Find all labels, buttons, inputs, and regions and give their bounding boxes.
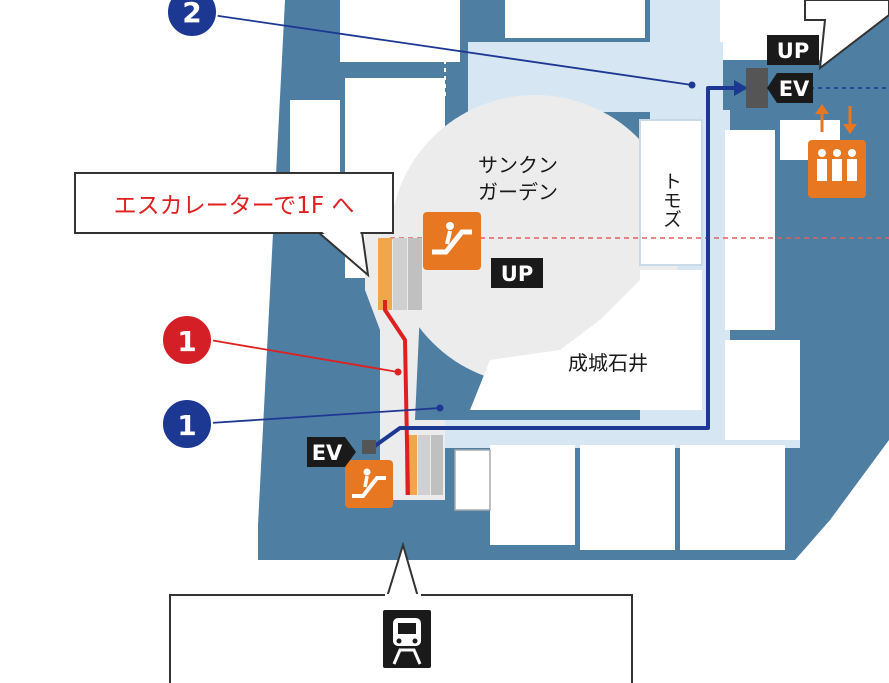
store-tomozu — [639, 119, 703, 266]
store-block — [725, 340, 800, 440]
arrow-down-icon — [843, 106, 857, 134]
escalator-strip — [378, 238, 392, 310]
escalator-strip — [431, 435, 443, 495]
escalator-strip — [393, 238, 407, 310]
store-block — [505, 0, 645, 38]
svg-text:2: 2 — [182, 0, 201, 29]
svg-text:1: 1 — [177, 325, 196, 358]
svg-text:UP: UP — [777, 39, 809, 63]
svg-text:1: 1 — [177, 409, 196, 442]
badge-up-top: UP — [767, 35, 819, 65]
elevator-icon — [746, 68, 768, 108]
marker-1-blue-pointer — [209, 407, 441, 424]
svg-text:エスカレーターで1F へ: エスカレーターで1F へ — [114, 193, 355, 219]
people-icon — [808, 140, 866, 198]
route-blue-main — [370, 86, 745, 450]
train-icon — [383, 610, 431, 668]
store-block — [580, 445, 675, 550]
badge-ev-top: EV — [767, 73, 813, 103]
store-seijo-ishii — [470, 270, 702, 410]
escalator-strip — [408, 238, 422, 310]
area-label-sunken-garden: サンクン — [478, 153, 558, 177]
area-label-seijo-ishii: 成城石井 — [568, 351, 648, 375]
escalator-icon — [423, 212, 481, 270]
marker-2-dot — [688, 81, 696, 89]
store-block — [340, 0, 460, 62]
route-marker-1-red[interactable]: 1 — [161, 314, 213, 366]
route-arrowhead — [734, 80, 748, 96]
marker-2-pointer — [211, 14, 693, 86]
store-block — [680, 445, 785, 550]
callout-escalator-1f: エスカレーターで1F へ — [74, 172, 394, 278]
route-red — [383, 300, 410, 496]
escalator-icon — [345, 460, 393, 508]
marker-1-red-pointer — [209, 339, 399, 373]
marker-1-blue-dot — [436, 404, 444, 412]
store-block — [454, 449, 491, 511]
marker-1-red-dot — [394, 368, 402, 376]
area-label-sunken-garden: ガーデン — [478, 180, 558, 204]
route-marker-2[interactable]: 2 — [166, 0, 218, 38]
svg-text:UP: UP — [501, 262, 533, 286]
arrow-up-icon — [815, 104, 829, 132]
store-block — [515, 445, 575, 490]
escalator-strip — [418, 435, 430, 495]
area-label-tomozu: トモズ — [660, 172, 682, 229]
badge-ev-bottom: EV — [307, 437, 356, 467]
store-block — [725, 130, 775, 330]
elevator-icon — [362, 440, 376, 454]
svg-text:EV: EV — [312, 441, 343, 465]
badge-up-center: UP — [491, 258, 543, 288]
svg-text:EV: EV — [779, 77, 810, 101]
callout-top-right — [804, 0, 889, 71]
route-marker-1-blue[interactable]: 1 — [161, 398, 213, 450]
